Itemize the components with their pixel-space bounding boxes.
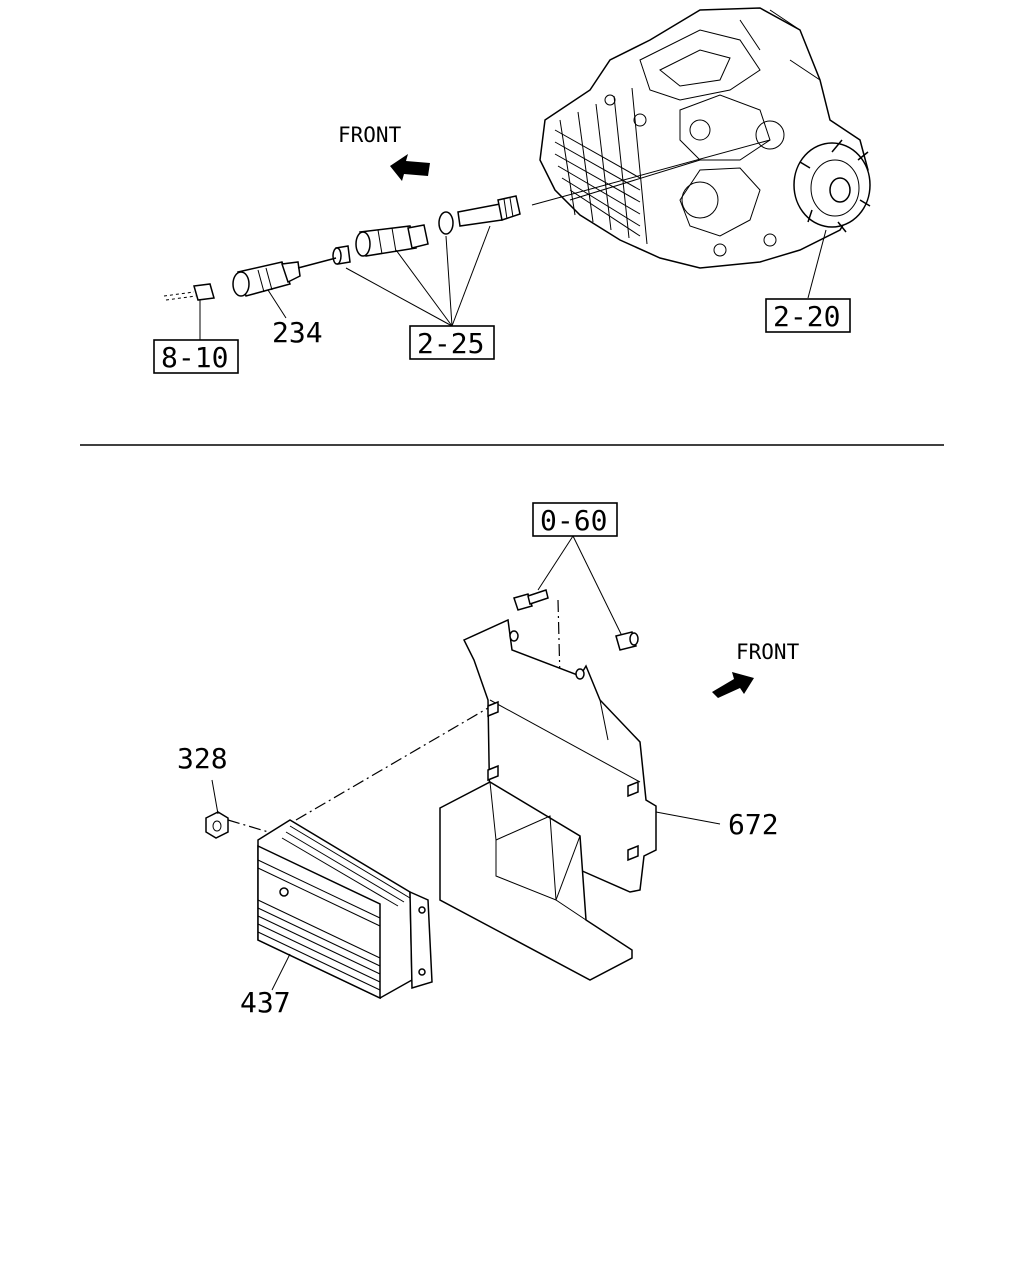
driven-gear-shaft <box>457 195 521 227</box>
callout-8-10-text: 8-10 <box>161 341 228 374</box>
top-front-arrow-icon <box>390 154 430 181</box>
speed-sensor-234 <box>232 257 337 297</box>
harness-connector <box>163 283 215 301</box>
callout-2-25[interactable]: 2-25 <box>409 325 495 360</box>
bolt-upper <box>513 589 549 611</box>
callout-8-10[interactable]: 8-10 <box>153 339 239 374</box>
callout-437-text[interactable]: 437 <box>240 986 291 1019</box>
nut-right <box>615 631 639 651</box>
bush <box>332 245 351 265</box>
nut-328 <box>205 811 229 839</box>
lower-channel-bracket <box>439 781 633 981</box>
callout-234-text[interactable]: 234 <box>272 316 323 349</box>
callout-672-text[interactable]: 672 <box>728 808 779 841</box>
bottom-front-arrow-icon <box>712 672 754 698</box>
sensor-sleeve <box>355 224 429 257</box>
callout-2-25-text: 2-25 <box>417 327 484 360</box>
control-unit-437 <box>257 819 433 1000</box>
bottom-front-label: FRONT <box>736 640 800 664</box>
callout-0-60-text: 0-60 <box>540 504 607 537</box>
bottom-section: 0-60 FRONT <box>177 502 800 1019</box>
leader-transfer-case <box>531 139 771 206</box>
transfer-case-assembly <box>539 7 871 269</box>
top-section: FRONT <box>153 7 871 374</box>
callout-328-text[interactable]: 328 <box>177 742 228 775</box>
callout-2-20-text: 2-20 <box>773 300 840 333</box>
o-ring <box>438 211 454 235</box>
top-front-label: FRONT <box>338 123 402 147</box>
callout-2-20[interactable]: 2-20 <box>765 298 851 333</box>
callout-0-60[interactable]: 0-60 <box>532 502 618 537</box>
